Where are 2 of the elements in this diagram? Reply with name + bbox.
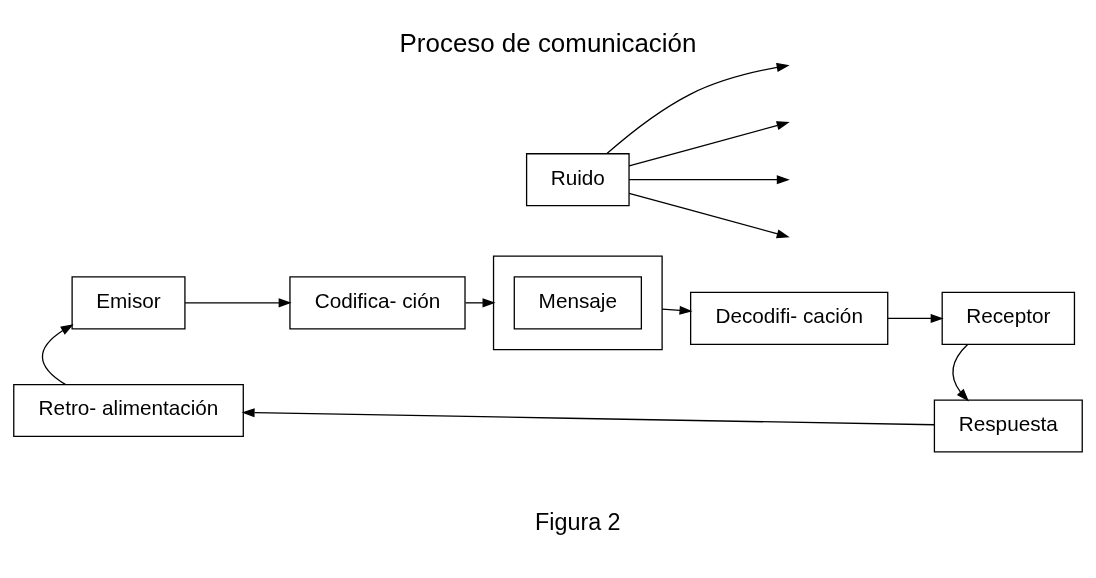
label: Figura 2 [535,509,621,536]
diagram-title: Proceso de comunicación [399,29,697,58]
